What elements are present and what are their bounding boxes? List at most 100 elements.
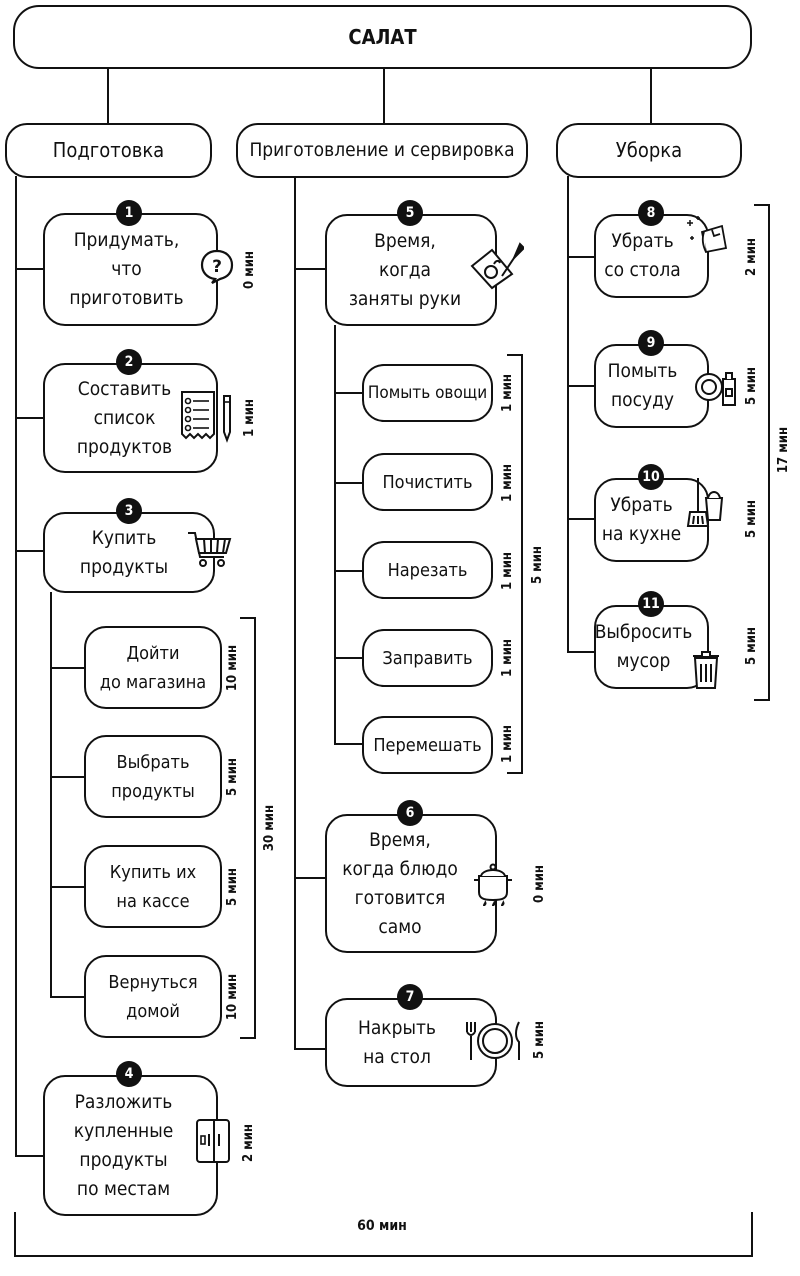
substep-line: до магазина: [99, 671, 207, 693]
column-header-preparation: Подготовка: [5, 123, 212, 178]
plate-icon: [466, 1021, 520, 1060]
pot-icon: [474, 863, 512, 906]
substep-card: Вернуться домой: [84, 955, 222, 1038]
substep-label: Помыть овощи: [367, 382, 488, 403]
step-card-1: Придумать, что приготовить: [43, 213, 218, 326]
substep-card: Помыть овощи: [362, 364, 493, 422]
step-number-badge: 8: [638, 200, 664, 226]
cart-icon: [188, 532, 232, 567]
step-line: что: [111, 258, 142, 280]
step-number-badge: 10: [638, 464, 664, 490]
substep-card: Заправить: [362, 629, 493, 687]
step-number: 4: [124, 1066, 134, 1082]
step-line: список: [93, 406, 156, 429]
duration-label: 2 мин: [241, 1123, 256, 1163]
step-line: со стола: [604, 259, 681, 281]
duration-label: 10 мин: [225, 644, 240, 692]
substep-line: Дойти: [126, 642, 180, 664]
substep-card: Дойти до магазина: [84, 626, 222, 709]
step-line: Убрать: [611, 230, 674, 252]
total-duration: 60 мин: [357, 1218, 407, 1234]
step-card-8: Убрать со стола: [594, 214, 709, 298]
step-card-9: Помыть посуду: [594, 344, 709, 428]
column-label: Подготовка: [52, 138, 165, 162]
step-line: готовится: [354, 886, 446, 909]
step-number-badge: 2: [116, 349, 142, 375]
wiping-cloth-icon: [687, 216, 728, 254]
step-number-badge: 9: [638, 330, 664, 356]
duration-label: 5 мин: [744, 366, 759, 406]
shopping-bracket: [240, 617, 256, 1039]
step-card-4: Разложить купленные продукты по местам: [43, 1075, 218, 1216]
dishwashing-icon: [695, 372, 736, 406]
step-number: 10: [642, 469, 660, 485]
diagram-title: САЛАТ: [13, 5, 752, 69]
duration-label: 1 мин: [500, 373, 515, 413]
question-icon: ?: [200, 249, 234, 284]
duration-label: 10 мин: [225, 973, 240, 1021]
shopping-list-icon: [181, 391, 231, 443]
substep-label: Почистить: [382, 471, 473, 493]
step-line: продуктов: [76, 435, 173, 458]
step-line: по местам: [76, 1177, 171, 1200]
step-line: заняты руки: [348, 287, 462, 310]
step-line: Время,: [369, 828, 431, 851]
step-number-badge: 11: [638, 591, 664, 617]
step-line: когда: [378, 258, 432, 281]
substep-card: Перемешать: [362, 716, 493, 774]
step-number: 3: [124, 503, 134, 519]
column-label: Приготовление и сервировка: [249, 139, 515, 161]
substep-card: Купить их на кассе: [84, 845, 222, 928]
step-line: Купить: [91, 526, 157, 549]
substep-card: Выбрать продукты: [84, 735, 222, 818]
step-line: продукты: [79, 1148, 168, 1171]
step-number: 5: [405, 205, 415, 221]
step-line: на стол: [363, 1045, 431, 1068]
step-number-badge: 7: [397, 984, 423, 1010]
substep-card: Почистить: [362, 453, 493, 511]
substep-card: Нарезать: [362, 541, 493, 599]
step-line: само: [378, 915, 422, 938]
step-number: 8: [646, 205, 656, 221]
svg-text:?: ?: [212, 257, 222, 277]
substep-line: Вернуться: [108, 971, 198, 993]
duration-label: 5 мин: [530, 545, 545, 585]
column-header-cleanup: Уборка: [556, 123, 742, 178]
title-text: САЛАТ: [348, 24, 417, 49]
broom-bucket-icon: [686, 478, 724, 527]
duration-label: 1 мин: [500, 463, 515, 503]
duration-label: 1 мин: [500, 638, 515, 678]
step-line: Помыть: [607, 360, 678, 382]
duration-label: 5 мин: [532, 1020, 547, 1060]
step-number-badge: 4: [116, 1061, 142, 1087]
substep-line: на кассе: [116, 890, 190, 912]
step-line: приготовить: [69, 287, 184, 309]
step-line: Разложить: [74, 1090, 173, 1113]
step-number-badge: 5: [397, 200, 423, 226]
substep-label: Перемешать: [373, 734, 482, 756]
cooking-bracket: [507, 354, 523, 774]
step-card-3: Купить продукты: [43, 512, 215, 593]
substep-label: Нарезать: [387, 559, 468, 581]
step-number-badge: 6: [397, 800, 423, 826]
duration-label: 5 мин: [225, 757, 240, 797]
step-number: 9: [646, 335, 656, 351]
step-line: Накрыть: [357, 1016, 437, 1039]
duration-label: 1 мин: [500, 551, 515, 591]
cleanup-bracket: [754, 204, 770, 701]
step-number-badge: 1: [116, 200, 142, 226]
step-line: Время,: [374, 229, 436, 252]
step-card-7: Накрыть на стол: [325, 998, 497, 1087]
step-number-badge: 3: [116, 498, 142, 524]
trash-bin-icon: [693, 651, 719, 689]
duration-label: 1 мин: [242, 398, 257, 438]
step-card-5: Время, когда заняты руки: [325, 214, 497, 326]
substep-line: домой: [126, 1000, 180, 1022]
substep-line: Выбрать: [116, 751, 190, 773]
step-line: Выбросить: [594, 621, 693, 643]
duration-label: 30 мин: [262, 804, 277, 852]
substep-line: продукты: [111, 780, 195, 802]
step-line: когда блюдо: [342, 857, 458, 880]
step-line: на кухне: [601, 523, 682, 545]
duration-label: 0 мин: [532, 864, 547, 904]
